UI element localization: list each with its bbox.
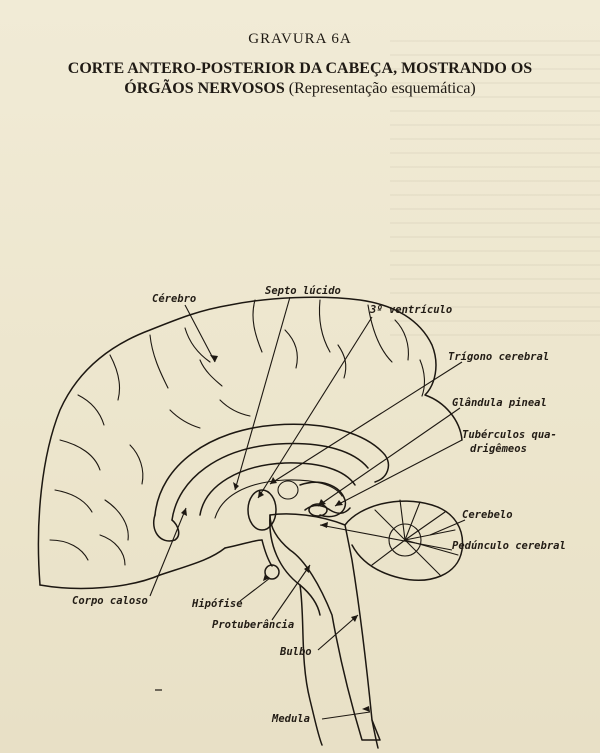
leader-protuberancia xyxy=(272,565,310,620)
leader-medula xyxy=(322,712,370,719)
label-glandula-pineal: Glândula pineal xyxy=(452,397,547,409)
leader-pedunculo xyxy=(320,525,452,550)
leader-hipofise xyxy=(240,578,270,601)
label-tuberculos-2: drigêmeos xyxy=(470,443,527,455)
thalamus xyxy=(278,481,298,499)
label-cerebelo: Cerebelo xyxy=(462,509,513,521)
gyri-sulci xyxy=(50,300,424,565)
midbrain-loop xyxy=(300,482,345,516)
label-pedunculo-cerebral: Pedúnculo cerebral xyxy=(452,540,566,552)
pons xyxy=(270,515,320,615)
label-septo-lucido: Septo lúcido xyxy=(265,285,341,297)
label-protuberancia: Protuberância xyxy=(212,619,294,631)
label-3-ventriculo: 3º ventrículo xyxy=(369,304,452,316)
pituitary-stalk xyxy=(262,540,272,566)
leader-pineal xyxy=(318,408,460,506)
label-corpo-caloso: Corpo caloso xyxy=(72,595,148,607)
leader-corpo-caloso xyxy=(150,508,186,596)
label-trigono-cerebral: Trígono cerebral xyxy=(448,351,549,363)
label-hipofise: Hipófise xyxy=(191,598,243,610)
label-bulbo: Bulbo xyxy=(279,646,312,658)
fornix-arch xyxy=(200,463,355,515)
leader-ventriculo xyxy=(258,317,372,498)
label-cerebro: Cérebro xyxy=(152,293,196,305)
corpus-callosum-outer xyxy=(155,424,388,515)
label-tuberculos-1: Tubérculos qua- xyxy=(462,429,557,441)
corpus-callosum-hook xyxy=(154,515,179,541)
brain-outline-lower xyxy=(40,548,225,588)
temporal-lower-outline xyxy=(225,540,262,548)
label-medula: Medula xyxy=(271,713,310,725)
